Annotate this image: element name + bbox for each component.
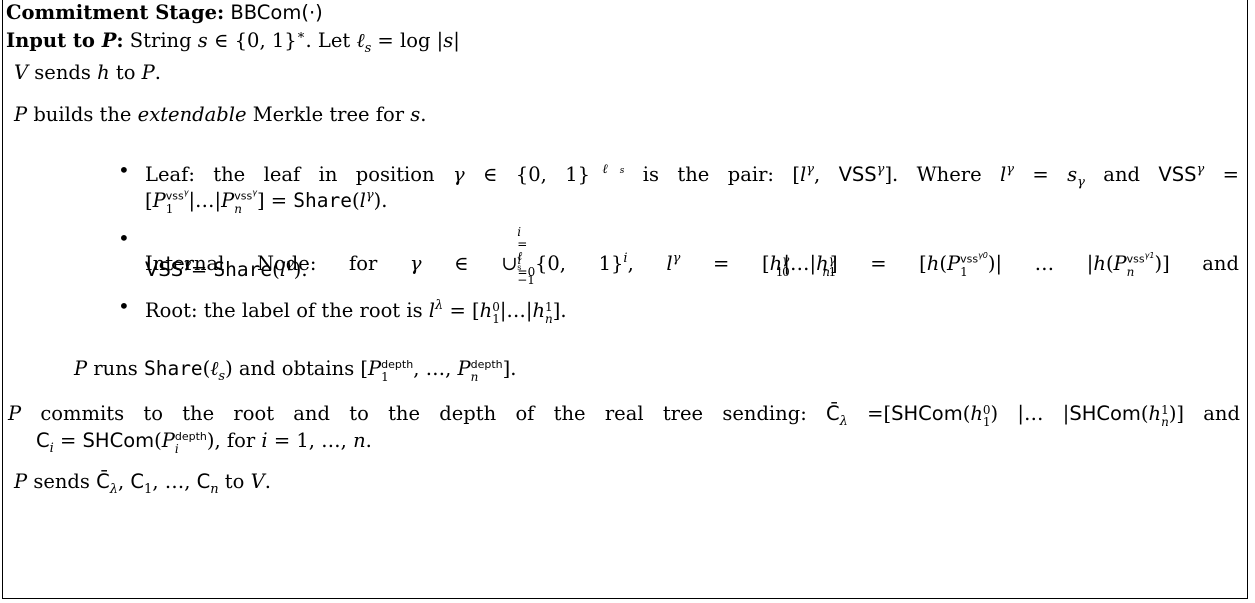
input-line: Input to P: String s ∈ {0, 1}∗. Let ℓs =… bbox=[6, 24, 460, 61]
commit-line-1: P commits to the root and to the depth o… bbox=[8, 402, 1240, 429]
send-step: P sends C̄λ, C1, …, Cn to V. bbox=[14, 470, 271, 497]
stage-name: BBCom(·) bbox=[230, 1, 323, 24]
bullet-dot: • bbox=[118, 158, 130, 182]
bullet-dot: • bbox=[118, 294, 130, 318]
leaf-line-1: Leaf: the leaf in position γ ∈ {0, 1}ℓs … bbox=[145, 162, 1239, 190]
step-build-tree: P builds the extendable Merkle tree for … bbox=[14, 103, 427, 126]
stage-label: Commitment Stage: bbox=[6, 1, 225, 24]
step-v-sends-h: V sends h to P. bbox=[14, 61, 161, 84]
bullet-dot: • bbox=[118, 226, 130, 250]
commitment-stage-line: Commitment Stage: BBCom(·) bbox=[6, 1, 323, 25]
internal-line-2: VSSγ= Share(lγ). bbox=[145, 257, 308, 281]
extendable-emph: extendable bbox=[137, 103, 247, 126]
input-text: String s ∈ {0, 1}∗. Let ℓs = log |s| bbox=[129, 28, 460, 56]
input-label: Input to P: bbox=[6, 29, 124, 52]
